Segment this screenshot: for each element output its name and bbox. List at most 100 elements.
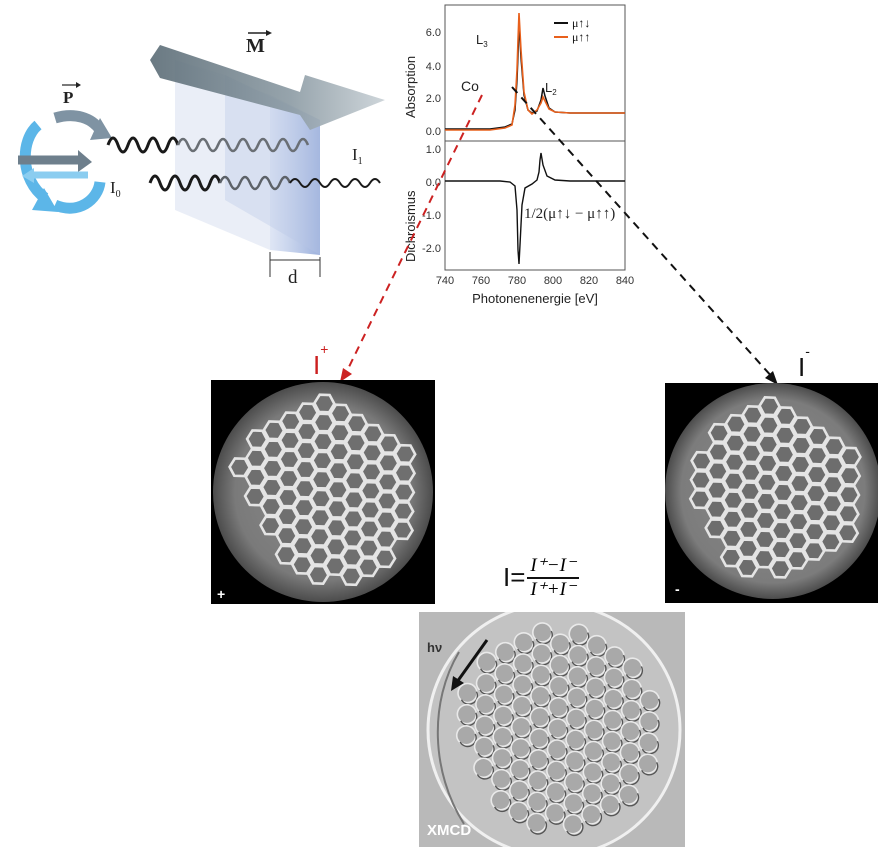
domain-bubble [603,667,625,688]
lattice-cell [360,442,384,463]
domain-bubble [530,685,551,707]
lattice-cell [294,459,318,480]
bubble-shadow [552,663,571,677]
bubble-shadow [517,640,535,655]
bubble-shadow [476,766,495,780]
lattice-cell [358,518,382,540]
bubble-shadow [567,780,585,794]
domain-bubble [548,675,570,697]
lattice-cell [772,444,796,465]
bubble-shadow [585,791,603,806]
legend: μ↑↓ μ↑↑ [554,16,590,44]
xtick: 740 [436,275,454,287]
x-axis-title: Photonenenergie [eV] [472,291,598,306]
bubble-shadow [566,822,584,837]
lattice-cell [290,554,314,575]
bubble-shadow [569,716,587,731]
edge-l2-label: L2 [545,80,557,97]
lattice-cell [342,489,366,511]
domain-bubble [581,782,603,804]
element-label: Co [461,78,479,94]
abs-ytick: 4.0 [426,61,441,73]
lattice-cell [758,396,782,417]
lattice-cell [292,497,316,518]
bubble-shadow [622,771,640,786]
domain-bubble [581,804,602,825]
lattice-cell [294,440,318,461]
lattice-cell [375,490,399,512]
lattice-cell [275,506,299,527]
bubble-shadow [570,674,589,689]
bubble-shadow [605,718,624,732]
domain-bubble [549,633,571,655]
lattice-cell [308,507,332,528]
domain-bubble [491,768,512,790]
lattice-cell [769,539,793,560]
lattice-cell [820,512,843,533]
lattice-cell [768,558,792,579]
lattice-cell [278,430,302,451]
lattice-cell [737,500,761,521]
lattice-cell [357,537,381,559]
lattice-cell [309,488,333,509]
lattice-cell [723,432,747,454]
bubble-shadow [530,799,548,814]
lattice-cell [329,403,353,424]
lattice-cell [838,446,862,467]
bubble-shadow [641,740,660,755]
lattice-cell [739,443,763,464]
xtick: 760 [472,275,490,287]
right-image-title-sup: - [805,343,810,360]
domain-bubble [547,718,568,739]
abs-ytick: 2.0 [426,93,441,105]
bubble-shadow [495,756,513,770]
lattice-cell [820,493,844,514]
domain-bubble [601,730,623,752]
lattice-cell [790,416,814,437]
xmcd-contrast-image: hν XMCD [419,612,685,847]
lattice-cell [295,421,319,442]
lattice-cell [341,508,365,530]
thickness-label: d [288,267,298,288]
corner-plus-marker: + [217,586,226,602]
lattice-cell [806,426,830,447]
absorption-ylabel: Absorption [403,56,418,118]
lattice-cell [293,478,317,499]
domain-bubble [510,716,532,738]
domain-bubble [475,672,497,694]
legend-entry-parallel: μ↑↑ [572,30,590,44]
lattice-cell [359,480,383,502]
lattice-cell [770,520,794,541]
bubble-shadow [571,653,589,667]
domain-bubble [547,696,569,718]
domain-bubble [599,794,621,815]
lattice-cell [822,455,846,476]
domain-bubble [620,720,641,742]
lattice-cell [259,496,283,517]
lattice-cell [736,538,760,559]
lattice-cell [737,519,761,540]
domain-bubble [620,699,642,721]
domain-bubble [530,664,552,686]
lattice-cell [690,450,714,472]
lattice-cell [756,434,780,455]
domain-bubble [528,727,550,749]
bubble-shadow [570,695,588,710]
bubble-shadow [606,697,624,711]
bubble-shadow [643,698,661,713]
lattice-cell [326,479,350,500]
domain-bubble [512,674,533,695]
domain-bubble [567,644,589,666]
lattice-cell [276,487,300,508]
domain-bubble [583,740,604,762]
xtick: 820 [580,275,598,287]
bubble-shadow [641,761,659,776]
formula-numerator: I⁺−I⁻ [530,555,576,576]
domain-bubble [531,643,552,664]
lattice-cell [723,452,747,473]
lattice-cell [803,502,827,523]
bubble-shadow [495,735,514,749]
absorption-curve-mu-parallel [445,12,625,131]
bubble-shadow [529,821,548,835]
bubble-shadow [566,801,585,815]
